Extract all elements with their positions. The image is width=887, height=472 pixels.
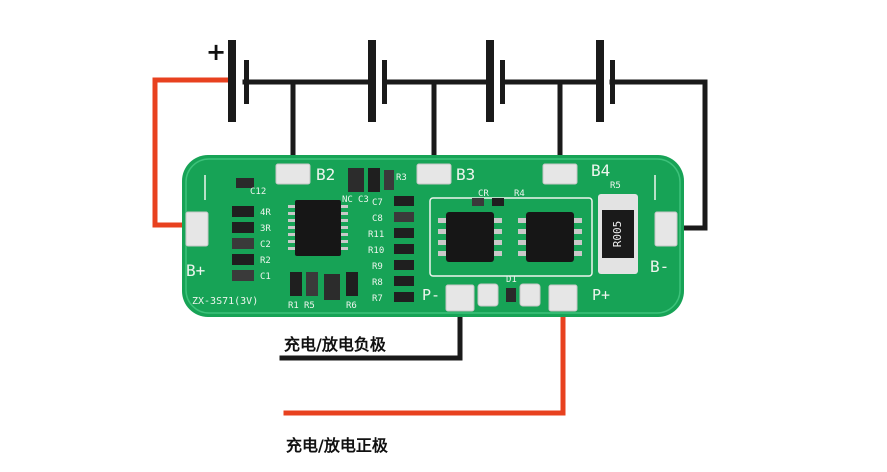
cell-3-long-plate: [486, 40, 494, 122]
cap-c1: [232, 270, 254, 281]
res-r3: [384, 170, 394, 190]
b-minus-wire: [609, 79, 708, 231]
protection-ic: [288, 200, 348, 256]
pad-b3: [416, 163, 452, 185]
res-r2: [232, 254, 254, 265]
res-r7: [394, 292, 414, 302]
pcb-pads: [185, 163, 678, 312]
pad-label-b-plus: B+: [186, 261, 205, 280]
silk-c7: C7: [372, 198, 383, 208]
pad-label-p-plus: P+: [592, 286, 610, 304]
p-plus-wire: [283, 297, 566, 416]
res-r10: [394, 244, 414, 254]
pad-label-b3: B3: [456, 165, 475, 184]
b-plus-wire: [152, 77, 231, 228]
cell-4-short-plate: [610, 60, 615, 104]
silk-r11: R11: [368, 230, 384, 240]
mosfet-2: [518, 212, 582, 262]
pad-label-b4: B4: [591, 161, 610, 180]
silkscreen-lines: [204, 175, 656, 277]
pad-p-minus: [445, 284, 475, 312]
silk-r6: R6: [346, 301, 357, 311]
res-r11: [394, 228, 414, 238]
negative-terminal-label: 充电/放电负极: [284, 335, 386, 354]
silk-c8: C8: [372, 214, 383, 224]
silk-r4-mid: R4: [514, 189, 525, 199]
res-r6: [346, 272, 358, 296]
silk-cr: CR: [478, 189, 489, 199]
cap-c3: [348, 168, 364, 192]
pad-b-minus: [654, 211, 678, 247]
shunt-resistor-core: [602, 210, 634, 258]
silk-r3-top: R3: [396, 173, 407, 183]
mosfet-1-body: [446, 212, 494, 262]
cell-1-long-plate: [228, 40, 236, 122]
silk-c2: C2: [260, 240, 271, 250]
res-nc: [368, 168, 380, 192]
protection-ic-pins: [288, 205, 348, 250]
pcb-board: R005 B+ B- B2 B3 B4 P- P+ ZX-3S71(3V) C1…: [182, 155, 684, 317]
mosfet-1-pins: [438, 218, 502, 256]
pad-test-1: [477, 283, 499, 307]
silk-r9: R9: [372, 262, 383, 272]
cap-cr: [472, 198, 484, 206]
cap-c7: [394, 196, 414, 206]
silk-4r: 4R: [260, 208, 271, 218]
cell-4-long-plate: [596, 40, 604, 122]
res-r9: [394, 260, 414, 270]
silk-r10: R10: [368, 246, 384, 256]
mosfet-2-pins: [518, 218, 582, 256]
silk-r8: R8: [372, 278, 383, 288]
pad-label-p-minus: P-: [422, 286, 440, 304]
silk-r2: R2: [260, 256, 271, 266]
res-r4-mid: [492, 198, 504, 206]
battery-pack: [228, 40, 615, 122]
cap-c12: [236, 178, 254, 188]
battery-plus-sign: +: [206, 38, 226, 66]
battery-bus-wires: [242, 79, 708, 361]
res-3r: [232, 222, 254, 233]
pad-b4: [542, 163, 578, 185]
silk-r7: R7: [372, 294, 383, 304]
cap-c8: [394, 212, 414, 222]
pad-label-b2: B2: [316, 165, 335, 184]
pad-test-2: [519, 283, 541, 307]
diode-d1: [506, 288, 516, 302]
mosfet-1: [438, 212, 502, 262]
shunt-value-text: R005: [611, 221, 624, 248]
silk-r5-top: R5: [610, 181, 621, 191]
res-r8: [394, 276, 414, 286]
silk-nc: NC: [342, 195, 353, 205]
mosfet-2-body: [526, 212, 574, 262]
cap-large: [324, 274, 340, 300]
positive-terminal-label: 充电/放电正极: [286, 436, 388, 455]
res-r5: [306, 272, 318, 296]
pad-b-plus: [185, 211, 209, 247]
cell-2-short-plate: [382, 60, 387, 104]
smd-components-left: [232, 168, 516, 302]
res-r1: [290, 272, 302, 296]
protection-ic-body: [295, 200, 341, 256]
pad-b2: [275, 163, 311, 185]
cell-2-long-plate: [368, 40, 376, 122]
mosfet-area-outline: [429, 197, 593, 277]
silk-3r: 3R: [260, 224, 271, 234]
pad-label-b-minus: B-: [650, 257, 669, 276]
silk-c12: C12: [250, 187, 266, 197]
silk-r1: R1: [288, 301, 299, 311]
silk-c3: C3: [358, 195, 369, 205]
silkscreen-text: B+ B- B2 B3 B4 P- P+ ZX-3S71(3V) C12 4R …: [186, 161, 669, 311]
shunt-resistor: R005: [598, 194, 638, 274]
cell-3-short-plate: [500, 60, 505, 104]
silk-r5-bottom: R5: [304, 301, 315, 311]
board-model: ZX-3S71(3V): [192, 296, 258, 307]
cap-c2: [232, 238, 254, 249]
silk-c1: C1: [260, 272, 271, 282]
pad-p-plus: [548, 284, 578, 312]
p-minus-wire: [279, 297, 463, 361]
silk-d1: D1: [506, 275, 517, 285]
cell-1-short-plate: [244, 60, 249, 104]
res-4r: [232, 206, 254, 217]
